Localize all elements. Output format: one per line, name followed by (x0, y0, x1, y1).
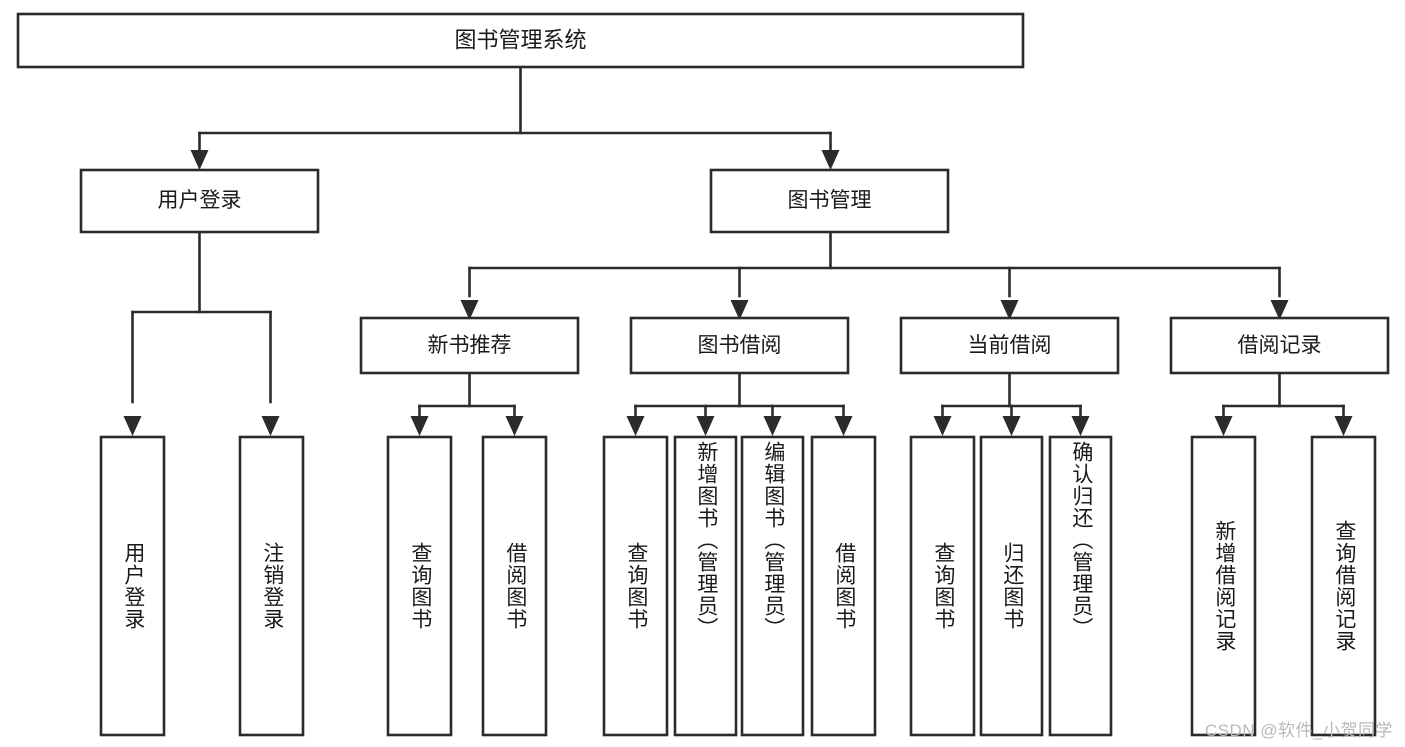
arrow-cb-leaf-3 (1071, 416, 1090, 436)
leaf-box-edit-book-admin[interactable] (740, 435, 805, 737)
arrow-bb-leaf-4 (834, 416, 853, 436)
arrow-br-leaf-2 (1334, 416, 1353, 436)
leaf-box-confirm-return-admin[interactable] (1048, 435, 1113, 737)
arrow-cb-leaf-2 (1002, 416, 1021, 436)
arrow-bb-leaf-3 (763, 416, 782, 436)
leaf-box-return-book[interactable] (979, 435, 1044, 737)
leaf-box-query-book-bb[interactable] (602, 435, 669, 737)
leaf-box-borrow-book-nbr[interactable] (481, 435, 548, 737)
node-user-login[interactable] (79, 168, 320, 234)
node-borrow-record-label: 借阅记录 (1238, 334, 1322, 357)
node-book-borrow-label: 图书借阅 (698, 334, 782, 357)
connector-group-user-login (123, 230, 280, 436)
node-borrow-record[interactable] (1169, 316, 1390, 375)
arrow-nbr-leaf-1 (410, 416, 429, 436)
node-current-borrow[interactable] (899, 316, 1120, 375)
arrow-cb-leaf-1 (933, 416, 952, 436)
node-book-management-label: 图书管理 (788, 189, 872, 212)
arrow-nbr-leaf-2 (505, 416, 524, 436)
arrow-bb-leaf-2 (696, 416, 715, 436)
node-user-login-label: 用户登录 (158, 189, 242, 212)
leaf-box-add-book-admin[interactable] (673, 435, 738, 737)
arrow-br-leaf-1 (1214, 416, 1233, 436)
connector-group-root (190, 65, 840, 170)
connector-group-new-book-recommend (410, 371, 524, 436)
leaf-box-query-book-nbr[interactable] (386, 435, 453, 737)
node-current-borrow-label: 当前借阅 (968, 334, 1052, 357)
leaf-box-add-borrow-record[interactable] (1190, 435, 1257, 737)
leaf-box-query-book-cb[interactable] (909, 435, 976, 737)
connector-group-borrow-record (1214, 371, 1353, 436)
arrow-leaf-logout (261, 416, 280, 436)
arrow-book-manage (821, 150, 840, 170)
arrow-leaf-user-login (123, 416, 142, 436)
connector-group-book-manage (460, 230, 1289, 320)
node-book-borrow[interactable] (629, 316, 850, 375)
connector-group-book-borrow (626, 371, 853, 436)
leaf-box-user-login[interactable] (99, 435, 166, 737)
node-new-book-recommend[interactable] (359, 316, 580, 375)
leaf-box-logout[interactable] (238, 435, 305, 737)
node-book-management[interactable] (709, 168, 950, 234)
leaf-box-query-borrow-record[interactable] (1310, 435, 1377, 737)
csdn-watermark: CSDN @软件_小贺同学 (1204, 721, 1393, 740)
node-root-book-management-system[interactable] (16, 12, 1025, 69)
arrow-user-login (190, 150, 209, 170)
node-new-book-recommend-label: 新书推荐 (428, 334, 512, 357)
leaf-box-borrow-book-bb[interactable] (810, 435, 877, 737)
node-root-label: 图书管理系统 (454, 27, 586, 52)
connector-group-current-borrow (933, 371, 1090, 436)
arrow-bb-leaf-1 (626, 416, 645, 436)
